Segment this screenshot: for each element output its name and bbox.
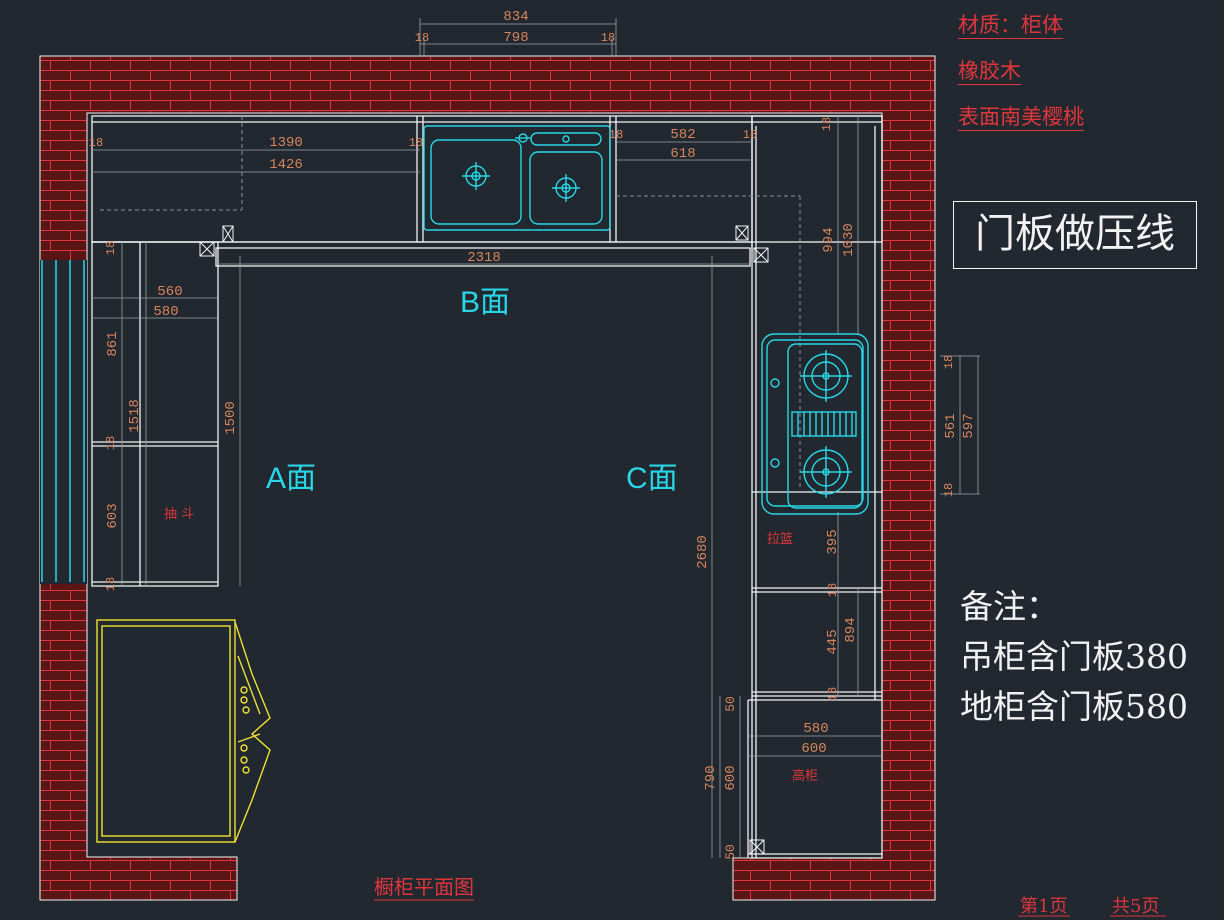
corner-posts [199,225,769,855]
item-labels: 抽 斗 拉篮 高柜 [164,507,818,784]
dim-1390: 1390 [269,135,303,151]
dim-861: 861 [105,331,121,356]
face-c-label: C面 [626,462,678,495]
dim-top-total: 834 [503,9,528,25]
dim-600-vertical: 600 [723,765,739,790]
dim-560: 560 [157,284,182,300]
walls [39,55,936,901]
dim-582: 582 [670,127,695,143]
face-a-label: A面 [266,462,316,495]
dim-right-run-right: 18 [743,128,757,142]
c-side-cabinet [751,115,883,859]
b-face-panel [215,247,751,267]
dim-c-50-top: 50 [723,696,738,712]
dim-right-run-left: 18 [609,128,623,142]
dim-a-18-bot: 18 [104,577,118,591]
page-total: 共5页 [1112,896,1159,917]
brick-wall [39,55,936,901]
drawing-title: 橱柜平面图 [374,875,474,899]
remarks-line1: 吊柜含门板380 [960,637,1188,676]
dim-top-inner: 798 [503,30,528,46]
dim-445: 445 [825,629,841,654]
door-panel-note: 门板做压线 [953,201,1197,269]
dim-sink-run-left: 18 [89,136,103,150]
dim-2680: 2680 [695,535,711,569]
cabinets [91,115,883,859]
dimension-labels: 834 798 18 18 18 1390 1426 18 18 582 618… [89,9,977,860]
dim-2318: 2318 [467,250,501,266]
double-sink [423,125,611,231]
drawing-footer: 橱柜平面图 第1页 共5页 [374,875,1166,917]
material-note-line2: 橡胶木 [958,59,1021,85]
dim-hob-18-bot: 18 [942,483,956,497]
basket-label: 拉篮 [767,532,793,547]
dim-c-580: 580 [803,721,828,737]
dim-894: 894 [843,617,859,642]
a-side-cabinet [91,241,219,587]
dimension-lines [92,18,980,858]
dim-395: 395 [825,529,841,554]
dim-c-18-low: 18 [826,687,840,701]
dim-top-left: 18 [415,31,429,45]
dim-c-600: 600 [801,741,826,757]
face-labels: B面 A面 C面 [266,286,678,495]
dim-c-18-top: 18 [820,117,834,131]
dim-580: 580 [153,304,178,320]
material-note-line3: 表面南美樱桃 [958,105,1084,131]
hidden-lines [100,116,801,488]
dim-1426: 1426 [269,157,303,173]
dim-597: 597 [961,413,977,438]
dim-1500: 1500 [223,401,239,435]
page-current: 第1页 [1020,896,1067,917]
tall-cabinet-label: 高柜 [792,768,818,784]
dim-sink-run-right: 18 [409,136,423,150]
dim-994: 994 [821,227,837,252]
dim-c-50-bot: 50 [723,844,738,860]
dim-1518: 1518 [127,399,143,433]
dim-1030: 1030 [841,223,857,257]
dim-hob-18-top: 18 [942,355,956,369]
dim-a-18-mid: 18 [104,436,118,450]
window-glass-lines [41,260,85,582]
remarks-title: 备注： [960,587,1059,626]
dim-top-right: 18 [601,31,615,45]
window-opening [40,260,87,584]
dim-790: 790 [703,765,719,790]
b-side-countertop [91,115,883,243]
dim-a-18-top: 18 [104,241,118,255]
remarks-line2: 地柜含门板580 [960,687,1188,726]
dim-603: 603 [105,503,121,528]
drawer-label: 抽 斗 [164,507,194,522]
material-note-line1: 材质：柜体 [958,13,1063,39]
dim-c-18-mid: 18 [826,583,840,597]
gas-hob [761,333,869,515]
appliance-unit [96,619,271,843]
dim-561: 561 [943,413,959,438]
face-b-label: B面 [460,286,510,319]
dim-618: 618 [670,146,695,162]
